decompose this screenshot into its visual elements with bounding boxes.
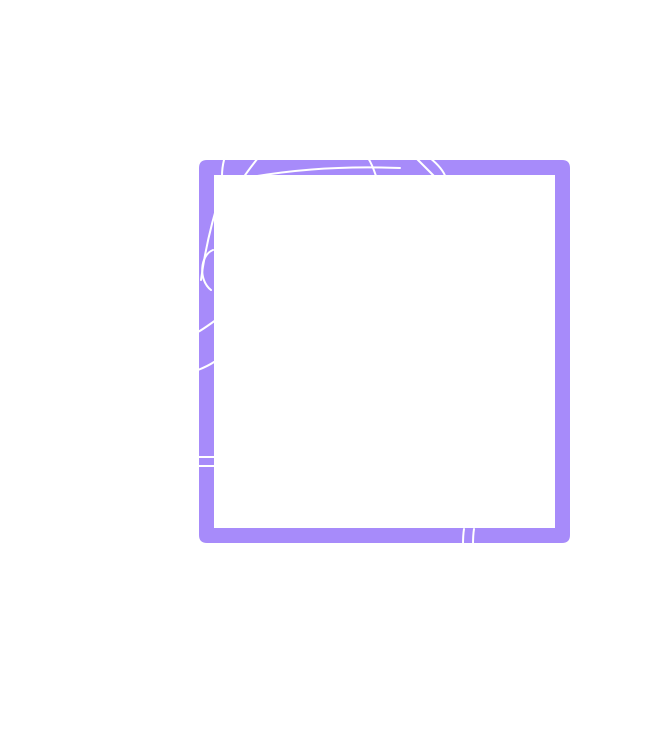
overlay-lines bbox=[197, 157, 475, 546]
frame-border bbox=[199, 160, 570, 543]
